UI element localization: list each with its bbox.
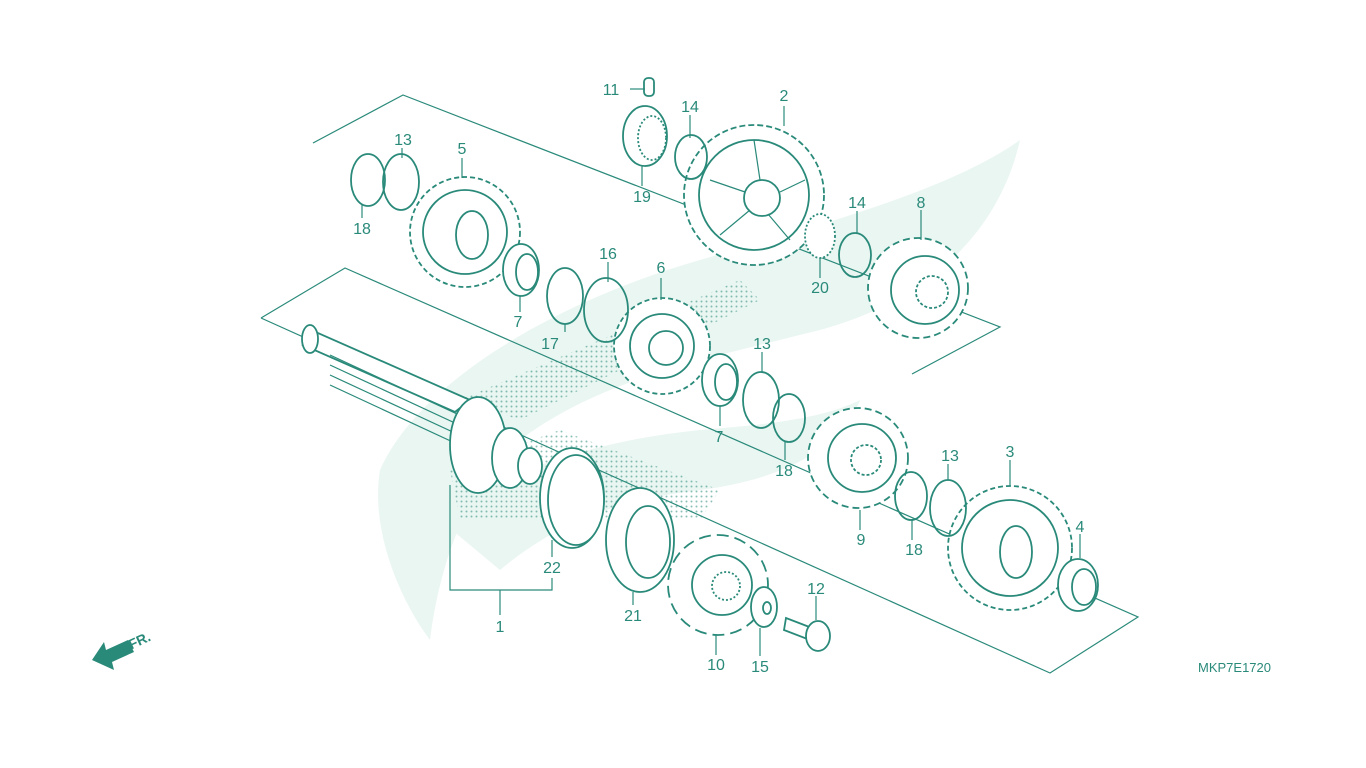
bearing-19 xyxy=(622,105,668,167)
gear-3 xyxy=(947,485,1073,611)
part-label-14a: 14 xyxy=(681,99,699,116)
part-label-8: 8 xyxy=(917,195,926,212)
lower-shaft-outline xyxy=(260,267,1140,674)
circlip-18-c xyxy=(894,471,928,521)
part-label-2: 2 xyxy=(780,88,789,105)
circlip-18-a xyxy=(350,153,386,207)
gear-5 xyxy=(409,176,521,288)
o-ring-22 xyxy=(539,447,605,549)
circlip-18-b xyxy=(772,393,806,443)
part-label-7a: 7 xyxy=(514,314,523,331)
part-label-13b: 13 xyxy=(753,336,771,353)
gear-6 xyxy=(613,297,711,395)
oil-seal-21 xyxy=(605,487,675,593)
gear-2 xyxy=(683,124,825,266)
bolt-12 xyxy=(782,616,831,652)
part-label-10: 10 xyxy=(707,657,725,674)
washer-13-c xyxy=(929,479,967,537)
part-label-15: 15 xyxy=(751,659,769,676)
part-label-21: 21 xyxy=(624,608,642,625)
part-label-7b: 7 xyxy=(715,429,724,446)
part-label-12: 12 xyxy=(807,581,825,598)
washer-14-b xyxy=(838,232,872,278)
part-label-18a: 18 xyxy=(353,221,371,238)
part-label-5: 5 xyxy=(458,141,467,158)
bushing-4 xyxy=(1057,558,1099,612)
washer-16 xyxy=(583,277,629,343)
part-label-3: 3 xyxy=(1006,444,1015,461)
dowel-pin-11 xyxy=(643,77,655,97)
part-label-16: 16 xyxy=(599,246,617,263)
part-label-4: 4 xyxy=(1076,519,1085,536)
part-label-9: 9 xyxy=(857,532,866,549)
needle-bearing-20 xyxy=(804,213,836,259)
gear-9 xyxy=(807,407,909,509)
part-label-13a: 13 xyxy=(394,132,412,149)
washer-13-a xyxy=(382,153,420,211)
part-label-14b: 14 xyxy=(848,195,866,212)
part-label-18b: 18 xyxy=(775,463,793,480)
part-label-1: 1 xyxy=(496,619,505,636)
gear-8 xyxy=(867,237,969,339)
part-label-17: 17 xyxy=(541,336,559,353)
bushing-7-lower xyxy=(701,353,739,407)
part-labels: 1 2 3 4 5 6 7 7 8 9 10 11 12 13 13 13 14… xyxy=(353,82,1084,676)
leader-lines xyxy=(361,88,1081,656)
part-label-22: 22 xyxy=(543,560,561,577)
part-label-11: 11 xyxy=(603,82,620,99)
part-label-6: 6 xyxy=(657,260,666,277)
washer-15 xyxy=(750,586,778,628)
part-label-20: 20 xyxy=(811,280,829,297)
washer-14-a xyxy=(674,134,708,180)
part-label-19: 19 xyxy=(633,189,651,206)
part-label-13c: 13 xyxy=(941,448,959,465)
drive-sprocket-10 xyxy=(667,534,769,636)
mainshaft xyxy=(301,324,543,494)
bushing-7-upper xyxy=(502,243,540,297)
front-label: FR. xyxy=(126,628,153,652)
front-arrow-icon: FR. xyxy=(92,628,153,670)
part-label-18c: 18 xyxy=(905,542,923,559)
drawing-code: MKP7E1720 xyxy=(1198,660,1271,675)
